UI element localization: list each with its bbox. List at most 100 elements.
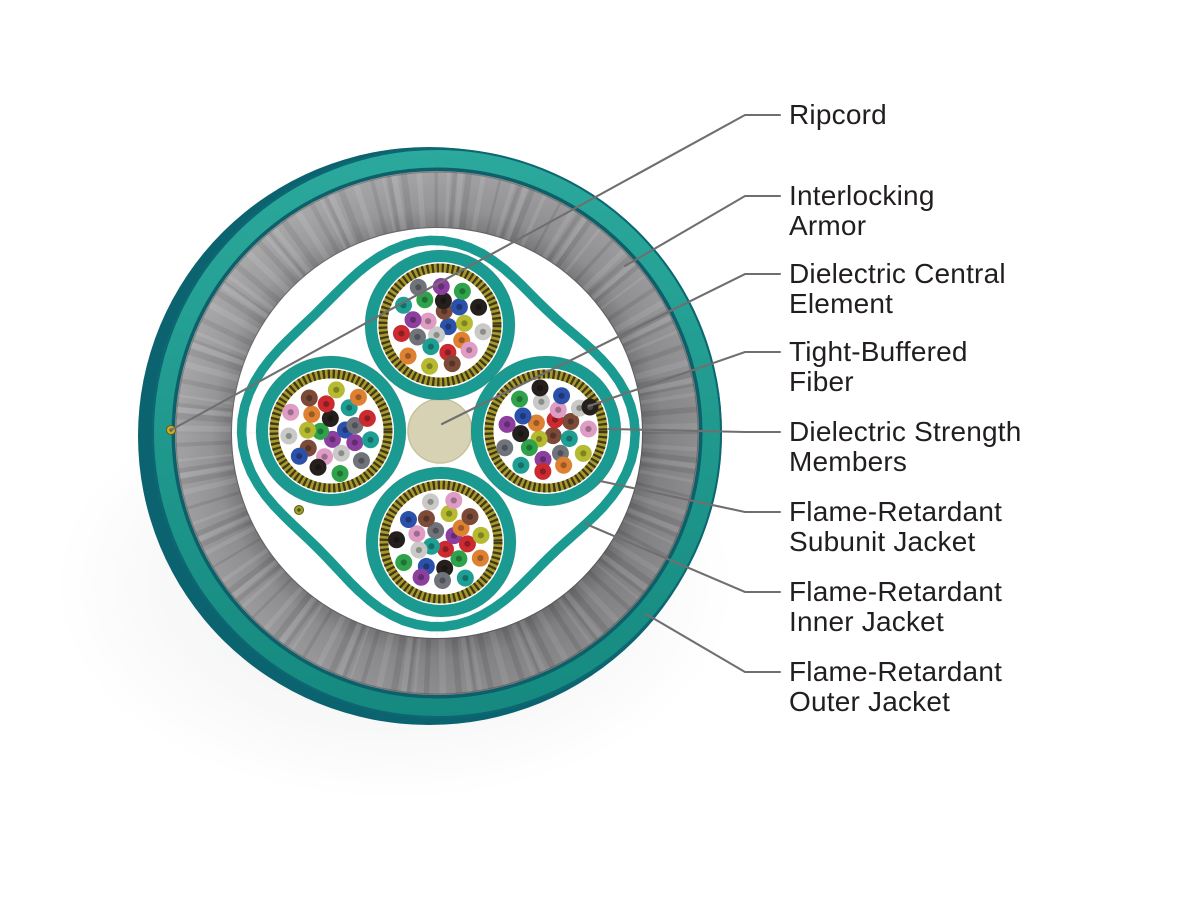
tight-buffered-fiber-dot xyxy=(410,541,428,559)
tight-buffered-fiber-dot xyxy=(496,439,514,457)
tight-buffered-fiber-dot xyxy=(560,430,578,448)
tight-buffered-fiber-dot xyxy=(511,390,529,408)
tight-buffered-fiber-dot xyxy=(427,522,445,540)
leader-line-flame-retardant-inner-jacket xyxy=(584,522,782,594)
tight-buffered-fiber-dot xyxy=(323,430,341,448)
label-dielectric-central-element: Dielectric Central Element xyxy=(789,258,1006,319)
tight-buffered-fiber-dot xyxy=(317,395,335,413)
tight-buffered-fiber-dot xyxy=(399,347,417,365)
tight-buffered-fiber-dot xyxy=(434,571,452,589)
tight-buffered-fiber-dot xyxy=(421,357,439,375)
tight-buffered-fiber-dot xyxy=(346,416,364,434)
tight-buffered-fiber-dot xyxy=(553,387,571,405)
tight-buffered-fiber-dot xyxy=(544,427,562,445)
tight-buffered-fiber-dot xyxy=(453,282,471,300)
tight-buffered-fiber-dot xyxy=(440,505,458,523)
label-ripcord: Ripcord xyxy=(789,99,887,130)
flame-retardant-inner-jacket-ring xyxy=(236,235,640,632)
tight-buffered-fiber-dot xyxy=(432,278,450,296)
tight-buffered-fiber-dot xyxy=(282,403,300,421)
leader-line-interlocking-armor xyxy=(623,194,782,268)
fiber-subunit xyxy=(255,355,407,507)
tight-buffered-fiber-dot xyxy=(555,456,573,474)
tight-buffered-fiber-dot xyxy=(579,420,597,438)
tight-buffered-fiber-dot xyxy=(321,410,339,428)
tight-buffered-fiber-dot-target xyxy=(581,398,599,416)
tight-buffered-fiber-dot xyxy=(471,549,489,567)
label-tight-buffered-fiber: Tight-Buffered Fiber xyxy=(789,336,968,397)
leader-line-dielectric-central-element xyxy=(440,272,782,426)
tight-buffered-fiber-dot xyxy=(280,427,298,445)
tight-buffered-fiber-dot xyxy=(392,324,410,342)
tight-buffered-fiber-dot xyxy=(404,311,422,329)
label-dielectric-strength-members: Dielectric Strength Members xyxy=(789,416,1022,477)
fiber-subunit xyxy=(470,355,622,507)
tight-buffered-fiber-dot xyxy=(532,393,550,411)
tight-buffered-fiber-dot xyxy=(458,535,476,553)
tight-buffered-fiber-dot xyxy=(299,421,317,439)
tight-buffered-fiber-dot xyxy=(434,292,452,310)
tight-buffered-fiber-dot xyxy=(549,401,567,419)
label-flame-retardant-subunit-jacket: Flame-Retardant Subunit Jacket xyxy=(789,496,1003,557)
tight-buffered-fiber-dot xyxy=(460,341,478,359)
tight-buffered-fiber-dot xyxy=(512,425,530,443)
tight-buffered-fiber-dot xyxy=(443,355,461,373)
leader-line-ripcord xyxy=(169,113,782,432)
tight-buffered-fiber-dot xyxy=(312,422,330,440)
label-flame-retardant-outer-jacket: Flame-Retardant Outer Jacket xyxy=(789,656,1003,717)
tight-buffered-fiber-dot xyxy=(574,444,592,462)
tight-buffered-fiber-dot xyxy=(527,414,545,432)
tight-buffered-fiber-dot xyxy=(408,525,426,543)
tight-buffered-fiber-dot xyxy=(300,389,318,407)
tight-buffered-fiber-dot xyxy=(461,508,479,526)
tight-buffered-fiber-dot xyxy=(439,318,457,336)
tight-buffered-fiber-dot xyxy=(534,450,552,468)
fiber-subunit xyxy=(364,249,516,401)
tight-buffered-fiber-dot xyxy=(514,407,532,425)
tight-buffered-fiber-dot xyxy=(534,462,552,480)
tight-buffered-fiber-dot xyxy=(419,312,437,330)
tight-buffered-fiber-dot xyxy=(332,444,350,462)
leader-line-dielectric-strength-members xyxy=(607,427,782,434)
tight-buffered-fiber-dot xyxy=(520,439,538,457)
outer-jacket-rim xyxy=(152,148,722,718)
tight-buffered-fiber-dot xyxy=(437,540,455,558)
tight-buffered-fiber-dot xyxy=(327,381,345,399)
tight-buffered-fiber-dot xyxy=(562,413,580,431)
tight-buffered-fiber-dot xyxy=(450,298,468,316)
tight-buffered-fiber-dot xyxy=(349,388,367,406)
fiber-subunit xyxy=(365,466,517,618)
tight-buffered-fiber-dot xyxy=(408,328,426,346)
dielectric-central-element-rod xyxy=(407,398,473,464)
leader-line-flame-retardant-subunit-jacket xyxy=(598,479,782,514)
tight-buffered-fiber-dot xyxy=(400,511,418,529)
leader-line-flame-retardant-outer-jacket xyxy=(644,612,782,674)
tight-buffered-fiber-dot xyxy=(455,314,473,332)
tight-buffered-fiber-dot xyxy=(290,447,308,465)
label-interlocking-armor: Interlocking Armor xyxy=(789,180,935,241)
tight-buffered-fiber-dot xyxy=(422,338,440,356)
tight-buffered-fiber-dot xyxy=(450,550,468,568)
label-flame-retardant-inner-jacket: Flame-Retardant Inner Jacket xyxy=(789,576,1003,637)
tight-buffered-fiber-dot xyxy=(470,298,488,316)
tight-buffered-fiber-dot xyxy=(395,553,413,571)
leader-line-tight-buffered-fiber xyxy=(587,350,782,408)
tight-buffered-fiber-dot xyxy=(472,526,490,544)
tight-buffered-fiber-dot xyxy=(412,568,430,586)
tight-buffered-fiber-dot xyxy=(417,510,435,528)
tight-buffered-fiber-dot xyxy=(456,569,474,587)
tight-buffered-fiber-dot xyxy=(358,409,376,427)
tight-buffered-fiber-dot xyxy=(445,491,463,509)
tight-buffered-fiber-dot xyxy=(531,379,549,397)
tight-buffered-fiber-dot xyxy=(303,405,321,423)
tight-buffered-fiber-dot xyxy=(331,465,349,483)
tight-buffered-fiber-dot xyxy=(309,458,327,476)
tight-buffered-fiber-dot xyxy=(498,415,516,433)
tight-buffered-fiber-dot xyxy=(474,323,492,341)
tight-buffered-fiber-dot xyxy=(422,493,440,511)
tight-buffered-fiber-dot xyxy=(362,431,380,449)
tight-buffered-fiber-dot xyxy=(346,434,364,452)
tight-buffered-fiber-dot xyxy=(352,452,370,470)
